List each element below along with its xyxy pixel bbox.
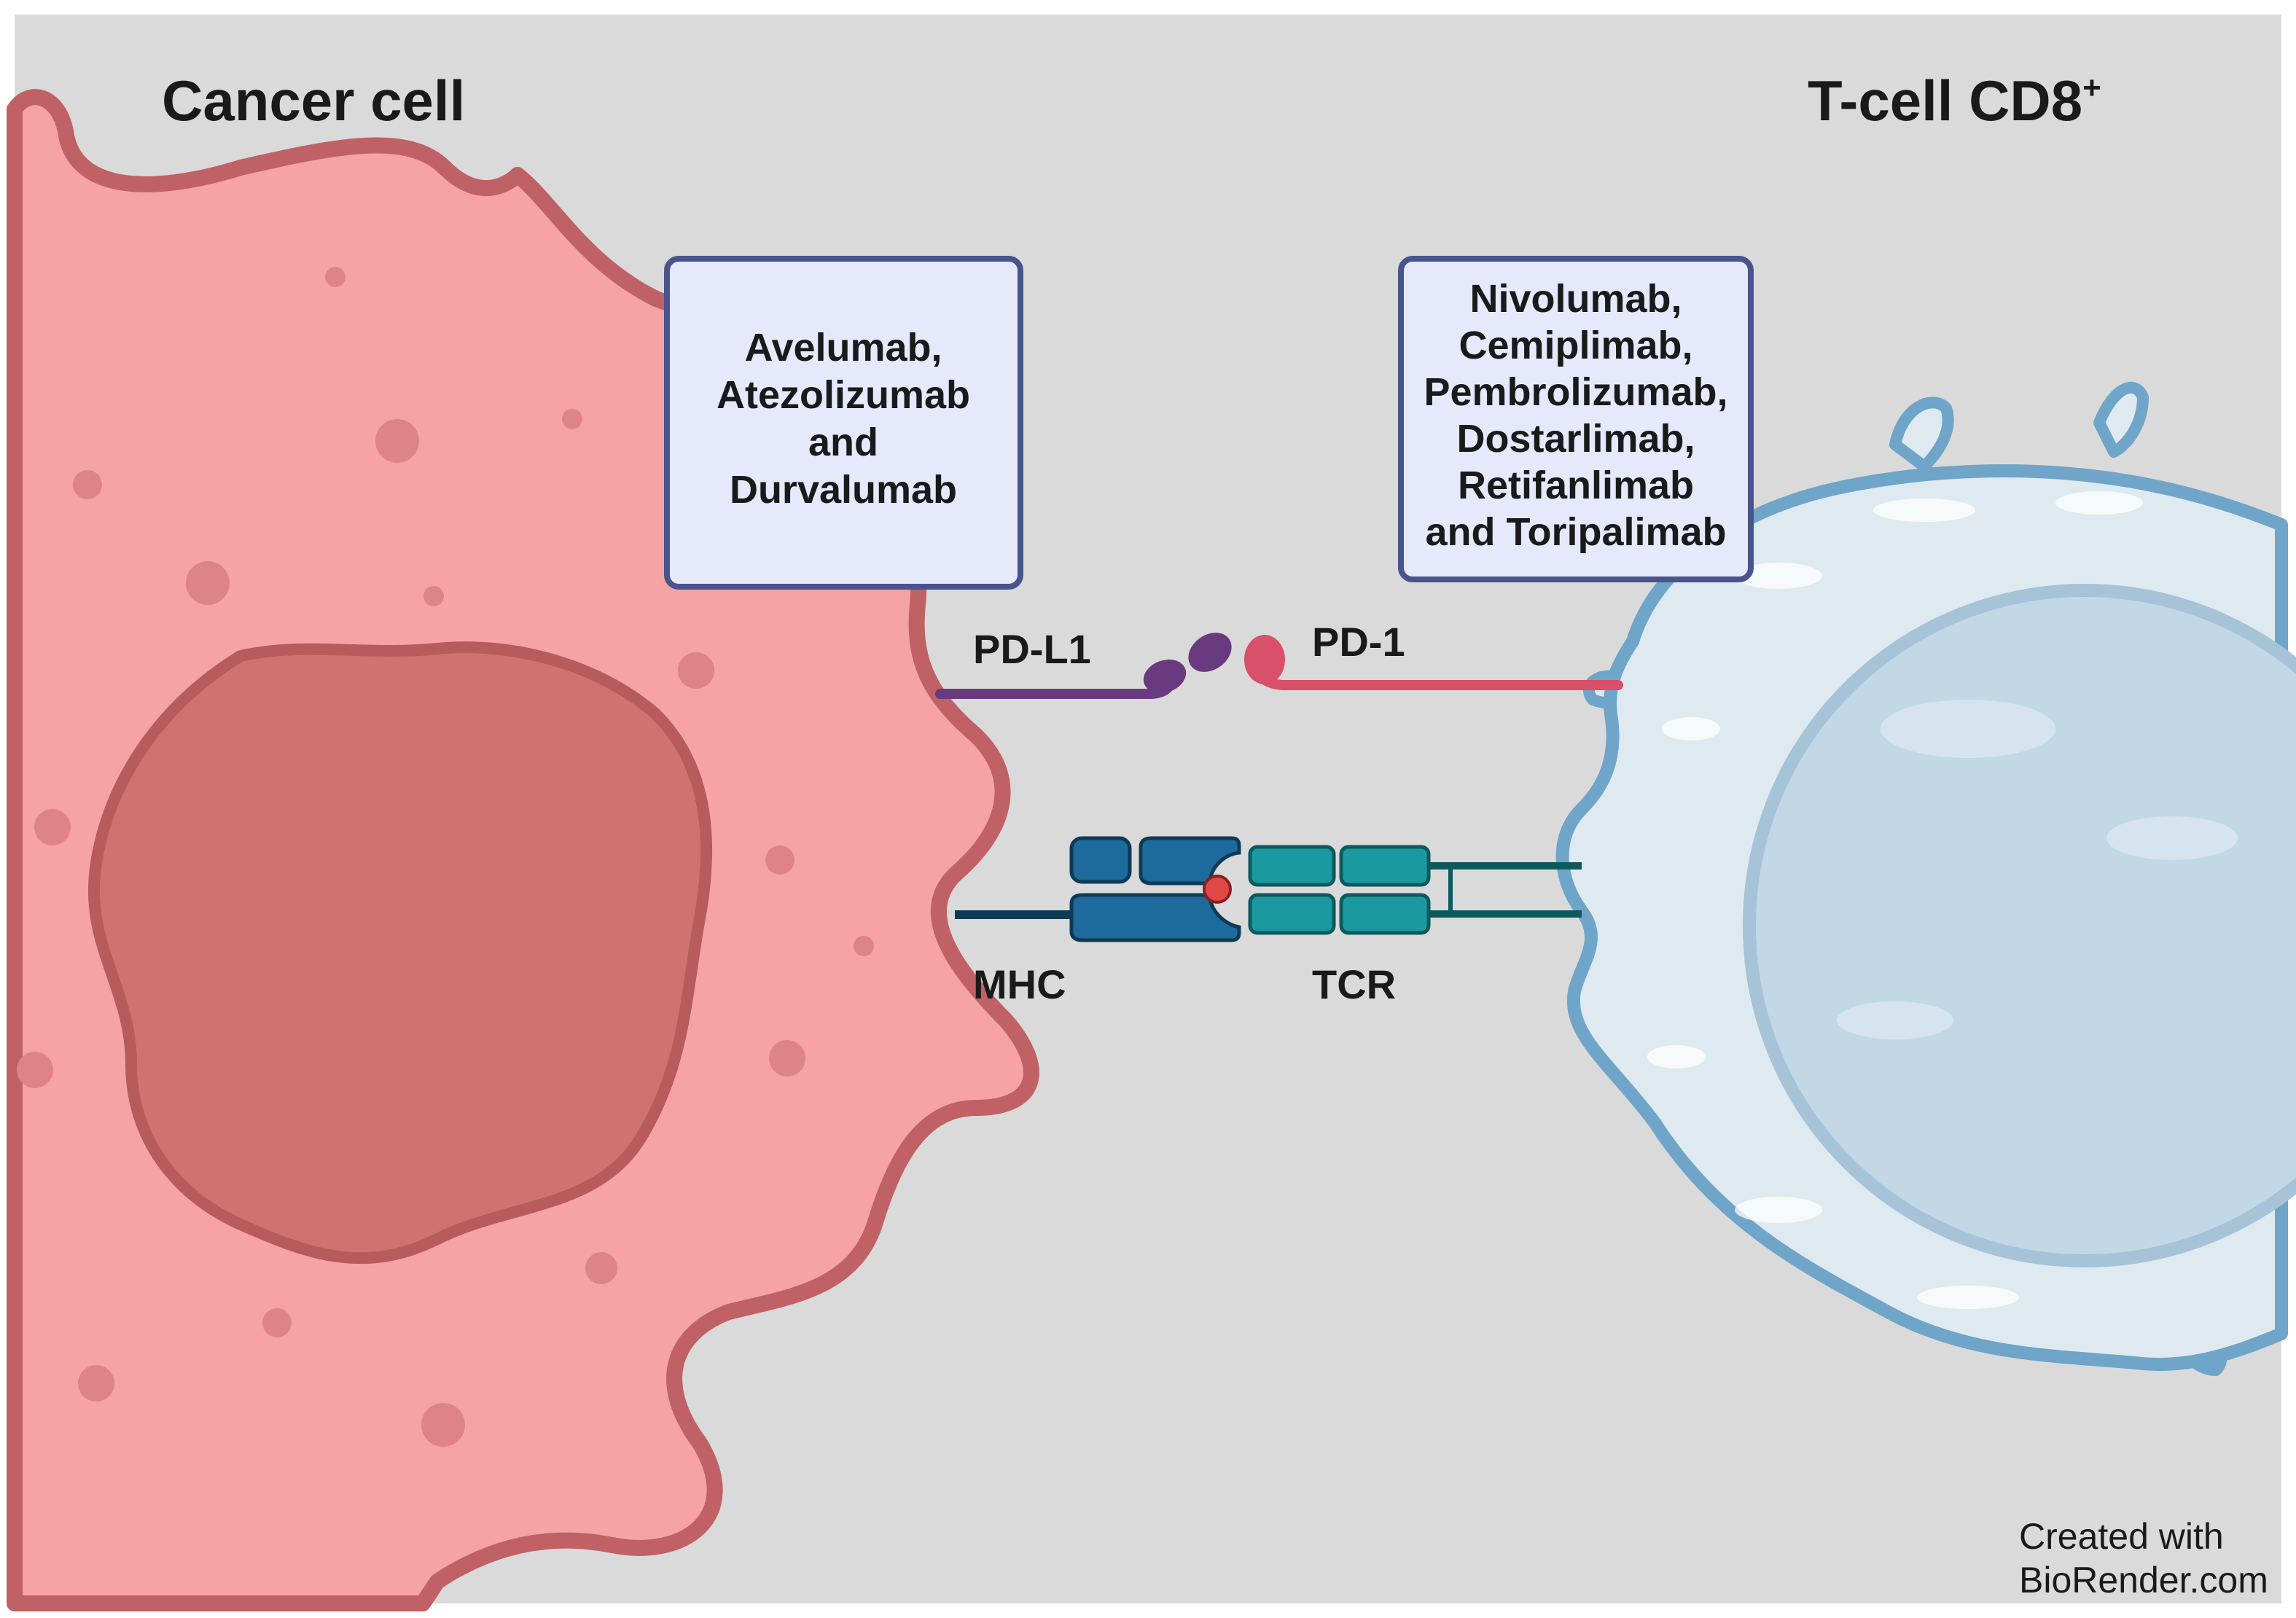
pdl1-drug-line-3: and bbox=[808, 421, 878, 464]
pdl1-lower-domain bbox=[1143, 659, 1187, 694]
pdl1-drug-line-1: Avelumab, bbox=[744, 326, 942, 370]
pd1-drug-line-6: and Toripalimab bbox=[1425, 510, 1726, 554]
t-cell bbox=[1555, 381, 2296, 1376]
pdl1-inhibitor-box-frame bbox=[664, 256, 1023, 590]
t-cell-nucleus-highlights bbox=[1837, 700, 2238, 1039]
pd1-drug-line-3: Pembrolizumab, bbox=[1424, 370, 1727, 414]
t-cell-label-main: T-cell CD8 bbox=[1808, 69, 2082, 133]
pd1-head bbox=[1244, 635, 1285, 684]
pdl1-drug-line-4: Durvalumab bbox=[730, 468, 957, 512]
mhc-complex bbox=[955, 836, 1241, 942]
pdl1-receptor bbox=[935, 633, 1232, 699]
pd1-inhibitor-box: Nivolumab, Cemiplimab, Pembrolizumab, Do… bbox=[1398, 256, 1754, 582]
pd1-drug-line-5: Retifanlimab bbox=[1458, 464, 1694, 507]
tcr-beta-v bbox=[1248, 893, 1336, 935]
tcr-label: TCR bbox=[1312, 961, 1396, 1007]
pdl1-inhibitor-box: Avelumab, Atezolizumab and Durvalumab bbox=[664, 256, 1023, 590]
pd1-receptor bbox=[1244, 635, 1623, 690]
cancer-cell-granules bbox=[17, 267, 874, 1447]
t-cell-nucleus bbox=[1743, 584, 2296, 1267]
tcr-alpha-v bbox=[1248, 845, 1336, 887]
cancer-cell-label: Cancer cell bbox=[162, 69, 465, 133]
credit-line-1: Created with bbox=[2019, 1516, 2224, 1557]
tcr-complex bbox=[1248, 845, 1582, 935]
pd1-drug-line-4: Dostarlimab, bbox=[1456, 417, 1695, 461]
pd1-label: PD-1 bbox=[1312, 619, 1405, 665]
pd1-inhibitor-box-frame bbox=[1398, 256, 1754, 582]
pdl1-upper-domain bbox=[1188, 633, 1232, 672]
t-cell-label-superscript: + bbox=[2082, 70, 2101, 106]
mhc-domain-b bbox=[1139, 836, 1241, 886]
pd1-drug-line-1: Nivolumab, bbox=[1469, 277, 1682, 321]
pd1-drug-line-2: Cemiplimab, bbox=[1459, 324, 1692, 367]
tcr-beta-c bbox=[1339, 893, 1431, 935]
tcr-alpha-c bbox=[1339, 845, 1431, 887]
t-cell-label: T-cell CD8+ bbox=[1808, 69, 2101, 133]
antigen-peptide bbox=[1203, 875, 1232, 904]
mhc-label: MHC bbox=[973, 961, 1066, 1007]
pdl1-label: PD-L1 bbox=[973, 626, 1091, 672]
mhc-domain-c bbox=[1069, 893, 1241, 942]
pdl1-drug-line-2: Atezolizumab bbox=[716, 373, 970, 417]
credit-line-2: BioRender.com bbox=[2019, 1560, 2268, 1601]
t-cell-membrane-folds bbox=[1647, 491, 2143, 1309]
mhc-domain-a bbox=[1069, 836, 1132, 884]
cancer-cell-nucleus bbox=[87, 641, 713, 1265]
